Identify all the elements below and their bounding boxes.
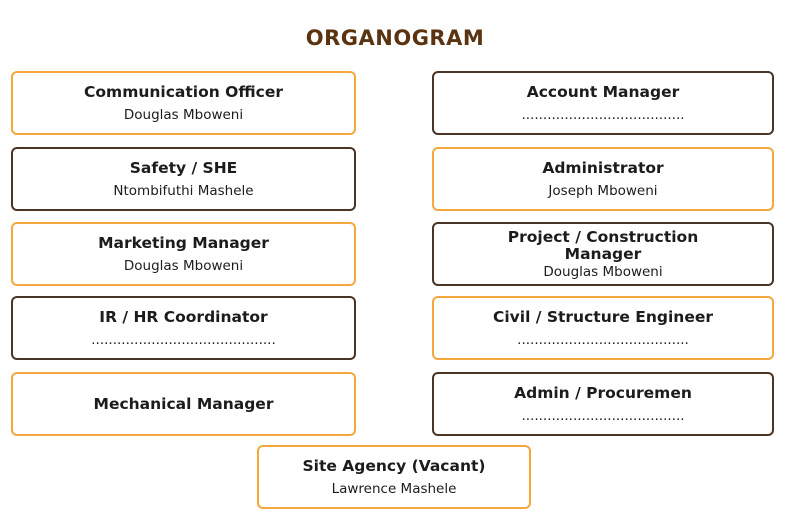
card-role: IR / HR Coordinator (99, 307, 268, 326)
card-person: Douglas Mboweni (543, 263, 663, 280)
organogram-title: ORGANOGRAM (305, 26, 485, 50)
card-person: Douglas Mboweni (123, 257, 244, 274)
card-role: Safety / SHE (129, 158, 238, 177)
card-person: Ntombifuthi Mashele (113, 182, 254, 199)
card-person-placeholder: ........................................… (91, 331, 276, 348)
card-person: Douglas Mboweni (123, 106, 244, 123)
card-role: Civil / Structure Engineer (492, 307, 714, 326)
card-person: Joseph Mboweni (548, 182, 658, 199)
card-marketing-manager: Marketing Manager Douglas Mboweni (11, 222, 356, 286)
card-role: Site Agency (Vacant) (302, 456, 486, 475)
card-person-placeholder: ...................................... (521, 106, 685, 123)
card-admin-procurement: Admin / Procuremen .....................… (432, 372, 774, 436)
card-communication-officer: Communication Officer Douglas Mboweni (11, 71, 356, 135)
card-role: Marketing Manager (98, 233, 269, 252)
card-role: Admin / Procuremen (514, 383, 692, 402)
card-role: Mechanical Manager (93, 394, 274, 413)
card-project-construction-manager: Project / Construction Manager Douglas M… (432, 222, 774, 286)
card-person-placeholder: ........................................ (517, 331, 689, 348)
card-administrator: Administrator Joseph Mboweni (432, 147, 774, 211)
card-civil-structure-engineer: Civil / Structure Engineer .............… (432, 296, 774, 360)
card-site-agency: Site Agency (Vacant) Lawrence Mashele (257, 445, 531, 509)
card-role: Communication Officer (84, 82, 283, 101)
card-role: Administrator (542, 158, 664, 177)
card-role: Project / Construction Manager (507, 227, 699, 263)
card-safety-she: Safety / SHE Ntombifuthi Mashele (11, 147, 356, 211)
card-account-manager: Account Manager ........................… (432, 71, 774, 135)
card-ir-hr-coordinator: IR / HR Coordinator ....................… (11, 296, 356, 360)
card-person: Lawrence Mashele (331, 480, 457, 497)
card-person-placeholder: ...................................... (521, 407, 685, 424)
card-mechanical-manager: Mechanical Manager (11, 372, 356, 436)
card-role: Account Manager (526, 82, 680, 101)
